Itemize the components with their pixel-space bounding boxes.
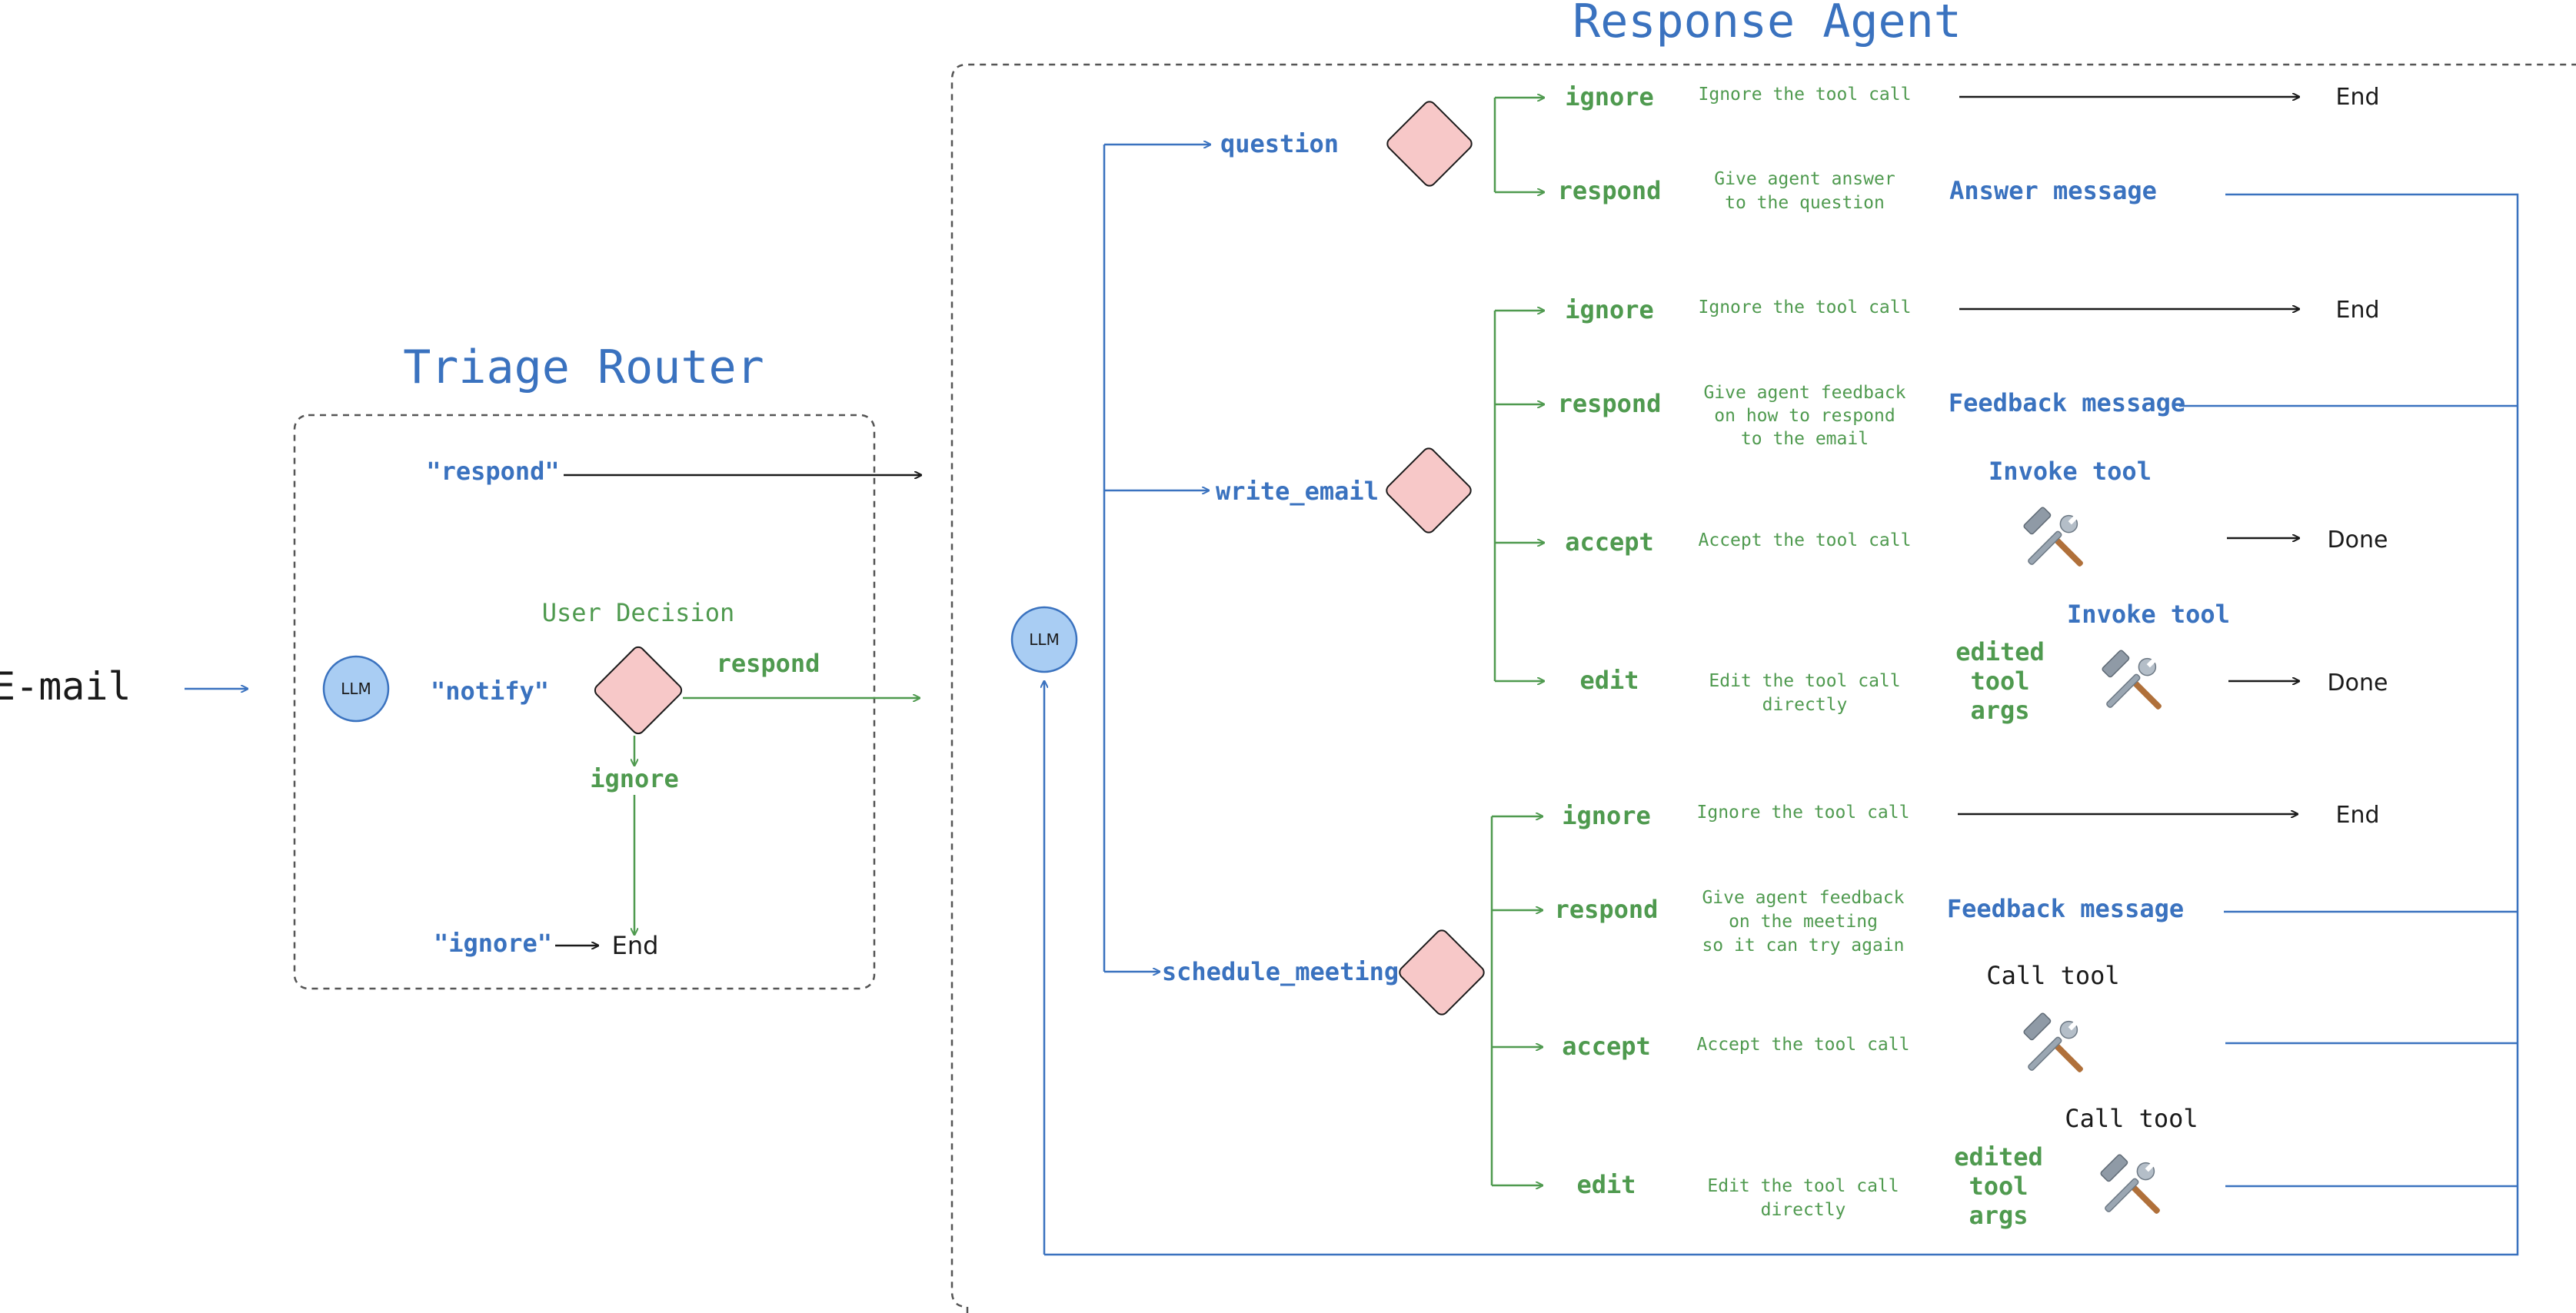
schedule-meeting-accept-action: accept bbox=[1562, 1032, 1651, 1061]
schedule-meeting-respond-desc-1: Give agent feedback bbox=[1702, 888, 1904, 908]
question-respond-result: Answer message bbox=[1949, 176, 2157, 205]
schedule-meeting-ignore-desc: Ignore the tool call bbox=[1697, 803, 1910, 823]
write-email-edit-args-1: edited bbox=[1955, 637, 2045, 666]
agent-title: Response Agent bbox=[1573, 0, 1962, 48]
write-email-respond-desc-3: to the email bbox=[1741, 429, 1869, 449]
schedule-meeting-ignore-action: ignore bbox=[1562, 801, 1651, 830]
write-email-respond-desc-1: Give agent feedback bbox=[1703, 383, 1905, 403]
agent-llm-label: LLM bbox=[1029, 630, 1060, 649]
schedule-meeting-accept-tool-label: Call tool bbox=[1986, 961, 2119, 990]
write-email-decision-diamond bbox=[1386, 447, 1472, 534]
hammer-wrench-icon bbox=[2022, 1012, 2085, 1074]
write-email-ignore-desc: Ignore the tool call bbox=[1699, 298, 1912, 317]
write-email-edit-desc-2: directly bbox=[1762, 695, 1848, 715]
hammer-wrench-icon bbox=[2101, 649, 2163, 711]
schedule-meeting-edit-args-3: args bbox=[1969, 1201, 2028, 1230]
triage-llm-node bbox=[322, 655, 390, 723]
question-ignore-desc: Ignore the tool call bbox=[1699, 85, 1912, 105]
schedule-meeting-respond-desc-3: so it can try again bbox=[1702, 936, 1904, 956]
schedule-meeting-edit-tool-label: Call tool bbox=[2065, 1104, 2198, 1133]
feedback-loop-line bbox=[1044, 193, 2519, 1256]
triage-box bbox=[293, 414, 876, 990]
triage-ignore-branch-label: ignore bbox=[590, 764, 679, 793]
hammer-wrench-icon bbox=[2022, 506, 2085, 568]
write-email-respond-action: respond bbox=[1558, 389, 1662, 418]
schedule-meeting-respond-desc-2: on the meeting bbox=[1729, 912, 1878, 932]
schedule-meeting-edit-args-2: tool bbox=[1969, 1172, 2028, 1201]
schedule-meeting-edit-action: edit bbox=[1576, 1170, 1636, 1199]
triage-respond-label: "respond" bbox=[426, 457, 559, 486]
schedule-meeting-edit-args-1: edited bbox=[1954, 1142, 2043, 1172]
agent-llm-node bbox=[1010, 606, 1078, 673]
write-email-respond-result: Feedback message bbox=[1949, 388, 2185, 417]
question-decision-diamond bbox=[1386, 101, 1473, 187]
write-email-accept-desc: Accept the tool call bbox=[1699, 530, 1912, 550]
write-email-edit-args-3: args bbox=[1970, 696, 2029, 725]
question-respond-action: respond bbox=[1558, 176, 1662, 205]
route-label-question: question bbox=[1220, 129, 1339, 158]
triage-llm-label: LLM bbox=[341, 680, 371, 698]
write-email-edit-args-2: tool bbox=[1970, 666, 2029, 696]
triage-ignore-label: "ignore" bbox=[434, 929, 552, 958]
triage-end-label: End bbox=[612, 931, 659, 960]
write-email-accept-result: Done bbox=[2328, 527, 2388, 553]
route-label-schedule-meeting: schedule_meeting bbox=[1162, 957, 1399, 986]
write-email-edit-action: edit bbox=[1579, 666, 1639, 695]
question-ignore-result: End bbox=[2335, 84, 2379, 111]
triage-respond-branch-label: respond bbox=[717, 649, 820, 678]
schedule-meeting-accept-desc: Accept the tool call bbox=[1697, 1035, 1910, 1055]
hammer-wrench-icon bbox=[2099, 1153, 2162, 1215]
write-email-ignore-result: End bbox=[2335, 297, 2379, 324]
agent-box bbox=[950, 63, 2576, 1313]
question-respond-desc-2: to the question bbox=[1725, 193, 1885, 213]
write-email-edit-result: Done bbox=[2328, 670, 2388, 696]
triage-title: Triage Router bbox=[403, 341, 764, 394]
user-decision-label: User Decision bbox=[542, 598, 734, 627]
question-ignore-action: ignore bbox=[1565, 82, 1654, 111]
schedule-meeting-ignore-result: End bbox=[2335, 802, 2379, 829]
write-email-accept-tool-label: Invoke tool bbox=[1989, 457, 2152, 486]
write-email-ignore-action: ignore bbox=[1565, 295, 1654, 324]
triage-notify-label: "notify" bbox=[431, 676, 549, 706]
triage-decision-diamond bbox=[594, 646, 683, 735]
email-label: E-mail bbox=[0, 664, 131, 709]
schedule-meeting-respond-action: respond bbox=[1555, 895, 1659, 924]
route-label-write-email: write_email bbox=[1216, 477, 1379, 506]
write-email-respond-desc-2: on how to respond bbox=[1714, 406, 1895, 426]
schedule-meeting-respond-result: Feedback message bbox=[1947, 894, 2184, 923]
write-email-edit-desc-1: Edit the tool call bbox=[1709, 671, 1900, 691]
schedule-meeting-edit-desc-1: Edit the tool call bbox=[1707, 1176, 1899, 1196]
schedule-meeting-decision-diamond bbox=[1399, 929, 1485, 1015]
question-respond-desc-1: Give agent answer bbox=[1714, 169, 1895, 189]
write-email-accept-action: accept bbox=[1565, 527, 1654, 557]
schedule-meeting-edit-desc-2: directly bbox=[1761, 1200, 1846, 1220]
write-email-edit-tool-label: Invoke tool bbox=[2067, 600, 2230, 629]
